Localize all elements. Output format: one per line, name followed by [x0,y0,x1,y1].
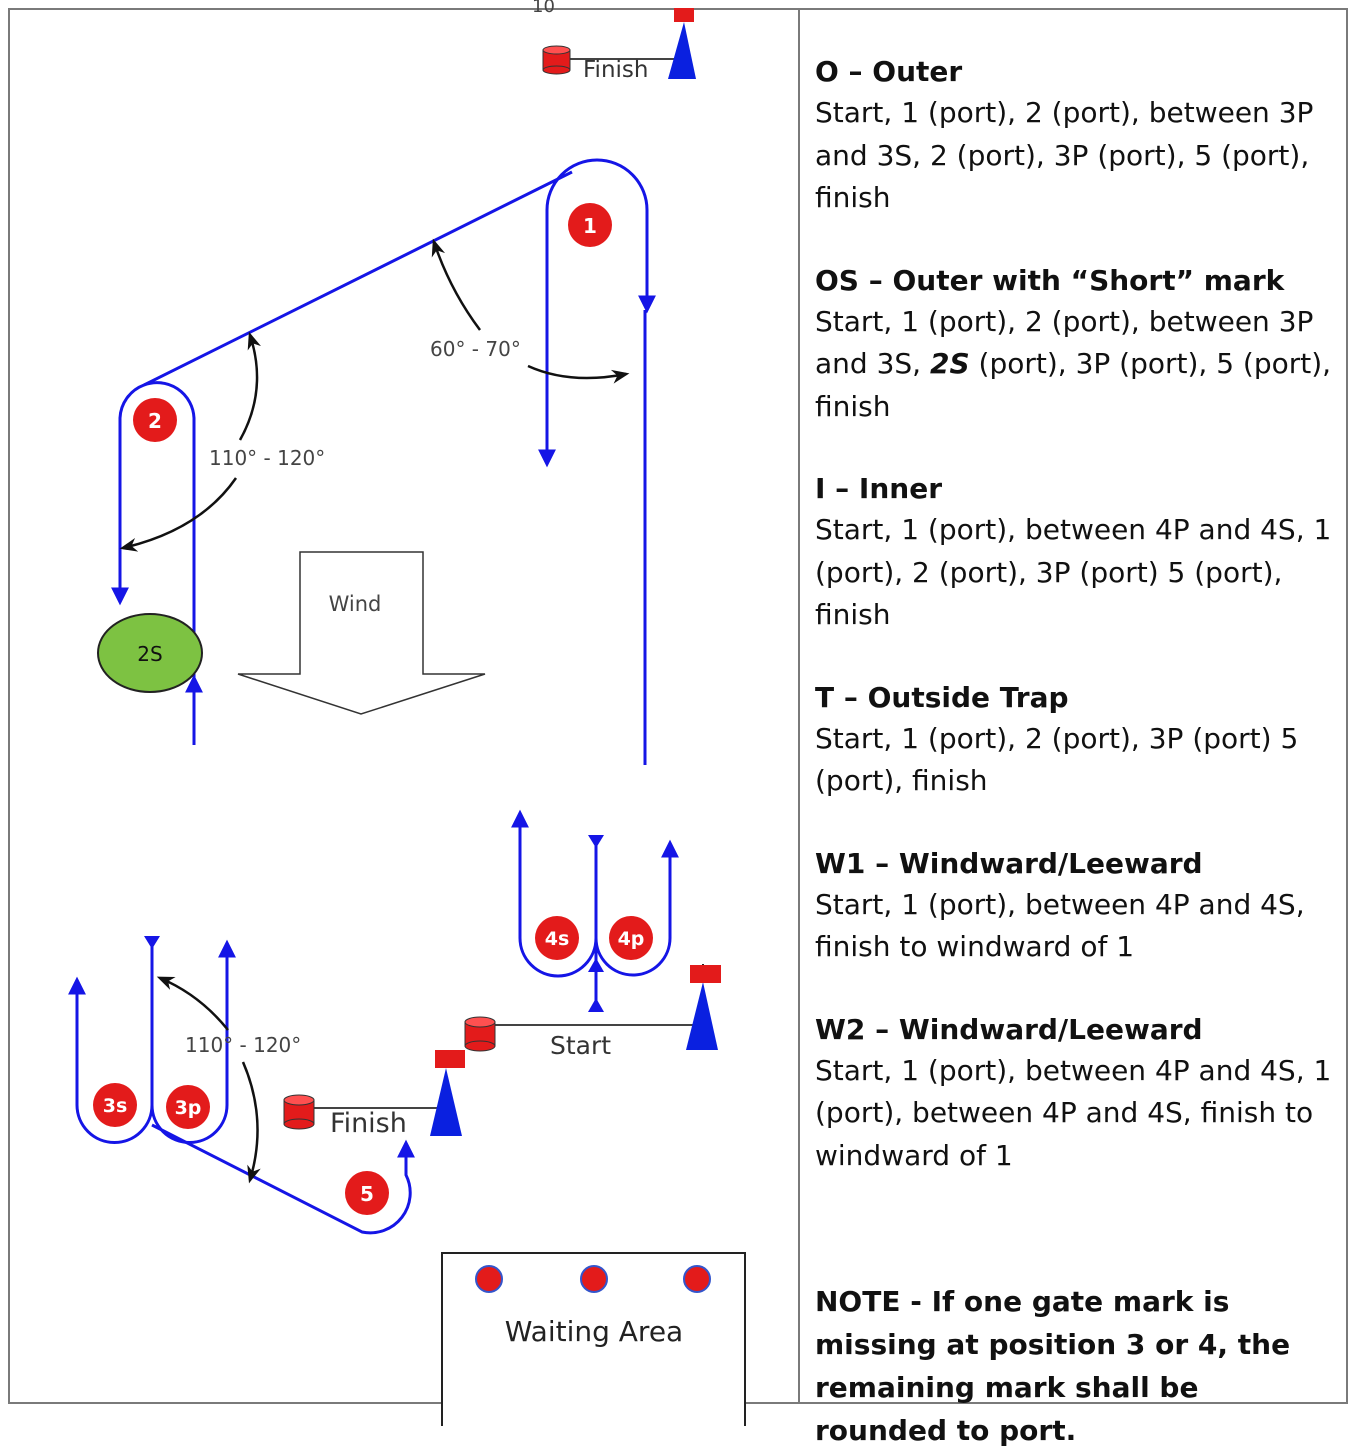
course-line-mark2-loop [111,381,196,745]
top-cut-label: 10 [532,0,555,17]
mark-4p: 4p [609,916,653,960]
course-description-text: Start, 1 (port), 2 (port), between 3P an… [815,96,1314,214]
column-divider [798,8,800,1404]
course-description-emphasis: 2S [929,347,970,380]
svg-text:4p: 4p [618,928,645,950]
finish-pin-bottom [283,1094,315,1130]
course-line-run-mark5 [151,1123,415,1235]
course-description-text: Start, 1 (port), 2 (port), 3P (port) 5 (… [815,721,1299,798]
mark-2s: 2S [97,613,203,693]
finish-flag-boat-bottom [430,1050,465,1136]
course-line-mark1-loop [545,158,656,462]
mark-3p: 3p [166,1085,210,1129]
course-title: O – Outer [815,55,963,88]
course-title: W2 – Windward/Leeward [815,1012,1203,1046]
course-description: Start, 1 (port), between 4P and 4S, fini… [815,884,1340,969]
angle-arc-top-left-2 [119,477,238,552]
course-description-text: (port), 3P (port), 5 (port), finish [815,347,1332,423]
waiting-area: Waiting Area [441,1252,746,1426]
mark-5: 5 [345,1171,389,1215]
finish-label-top: Finish [583,57,648,83]
note-text: NOTE - If one gate mark is missing at po… [815,1285,1291,1447]
mark-2: 2 [133,398,177,442]
course-title: I – Inner [815,472,942,505]
waiting-area-label: Waiting Area [505,1315,683,1348]
start-pin [464,1016,496,1052]
angle-arc-top-left [238,331,262,441]
svg-text:3s: 3s [103,1095,128,1117]
svg-text:4s: 4s [545,928,570,950]
course-description-text: Start, 1 (port), 2 (port), between 3P an… [815,304,1314,381]
angle-label-top-left: 110° - 120° [209,446,325,470]
finish-label-bottom: Finish [330,1108,407,1139]
course-description-text: Start, 1 (port), between 4P and 4S, 1 (p… [815,1053,1332,1172]
svg-text:2: 2 [148,409,162,433]
finish-flag-boat-top [668,8,696,79]
course-description: Start, 1 (port), between 4P and 4S, 1 (p… [815,509,1340,637]
wind-label: Wind [329,592,382,616]
course-description: Start, 1 (port), 2 (port), between 3P an… [815,92,1340,220]
svg-text:1: 1 [583,214,597,238]
course-description: Start, 1 (port), between 4P and 4S, 1 (p… [815,1050,1340,1178]
wind-arrow: Wind [237,551,486,715]
course-title: OS – Outer with “Short” mark [815,263,1285,297]
course-line-reach [143,170,573,387]
angle-arc-top-right-2 [527,364,630,384]
course-description: Start, 1 (port), 2 (port), between 3P an… [815,301,1340,429]
angle-label-top-right: 60° - 70° [430,337,521,361]
finish-pin-top [542,45,571,75]
course-diagram: 10 Finish 60° - 70° 110° - 120° 1 2 2S W… [68,0,746,1426]
svg-text:5: 5 [360,1182,374,1206]
course-title: T – Outside Trap [815,680,1069,714]
angle-arc-bottom [156,976,229,1031]
mark-4s: 4s [535,916,579,960]
course-description-text: Start, 1 (port), between 4P and 4S, fini… [815,887,1305,964]
angle-arc-bottom-2 [241,1061,261,1184]
svg-text:3p: 3p [175,1097,202,1119]
course-description: Start, 1 (port), 2 (port), 3P (port) 5 (… [815,718,1340,803]
mark-1: 1 [568,203,612,247]
angle-arc-top-right [431,238,482,331]
svg-text:2S: 2S [137,642,162,666]
mark-3s: 3s [93,1083,137,1127]
start-flag-boat [686,964,721,1050]
start-label: Start [550,1031,611,1060]
angle-label-bottom: 110° - 120° [185,1033,301,1057]
course-description-text: Start, 1 (port), between 4P and 4S, 1 (p… [815,513,1332,631]
course-title: W1 – Windward/Leeward [815,846,1203,880]
